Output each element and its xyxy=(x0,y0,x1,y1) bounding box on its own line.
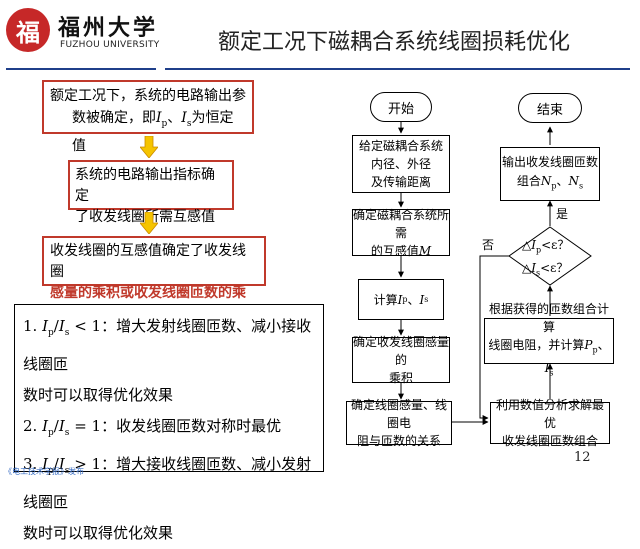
flow-step-turns-relation: 确定线圈感量、线圈电 阻与匝数的关系 xyxy=(346,398,452,448)
flow-start: 开始 xyxy=(370,92,432,122)
condition-box-2: 系统的电路输出指标确定 了收发线圈所需互感值 xyxy=(68,160,234,225)
condition-1: 1. Ip/Is < 1：增大发射线圈匝数、减小接收线圈匝 xyxy=(23,317,312,373)
flow-step-mutual-inductance: 确定磁耦合系统所需 的互感值M xyxy=(352,207,450,258)
condition-2: 2. Ip/Is = 1：收发线圈匝数对称时最优 xyxy=(23,417,282,438)
box1-line1: 额定工况下，系统的电路输出参 xyxy=(50,88,246,104)
box1-line2: 数被确定，即Ip、Is为恒定值 xyxy=(72,110,234,154)
decision-line-2: △Is<ε？ xyxy=(522,261,569,278)
flow-end: 结束 xyxy=(518,93,582,123)
yellow-arrow-1 xyxy=(140,136,158,158)
flow-step-inductance-product: 确定收发线圈感量的 乘积 xyxy=(352,335,450,385)
flowchart-connectors xyxy=(398,122,553,425)
label-yes: 是 xyxy=(556,207,569,221)
conn-decision-no-loop xyxy=(479,255,510,421)
condition-3-cont: 数时可以取得优化效果 xyxy=(23,524,174,542)
condition-1-cont: 数时可以取得优化效果 xyxy=(23,386,174,404)
title-underline xyxy=(165,68,630,70)
logo-name-cn: 福州大学 xyxy=(58,15,159,41)
box3-line1: 收发线圈的互感值确定了收发线圈 xyxy=(50,243,246,280)
condition-box-1: 额定工况下，系统的电路输出参 数被确定，即Ip、Is为恒定值 xyxy=(42,80,254,154)
conditions-box: 1. Ip/Is < 1：增大发射线圈匝数、减小接收线圈匝 数时可以取得优化效果… xyxy=(14,304,324,542)
logo-seal-glyph: 福 xyxy=(16,17,40,47)
flow-step-given-params: 给定磁耦合系统 内径、外径 及传输距离 xyxy=(352,135,450,193)
flow-step-output: 输出收发线圈匝数 组合Np、Ns xyxy=(500,147,600,201)
source-label: 《电工技术学报》发布 xyxy=(4,467,84,476)
flow-step-numerical-solve: 利用数值分析求解最优 收发线圈匝数组合 xyxy=(490,398,610,448)
page-title: 额定工况下磁耦合系统线圈损耗优化 xyxy=(218,30,571,55)
title-underline-short xyxy=(6,68,156,70)
decision-line-1: △Ip<ε？ xyxy=(522,238,570,255)
flow-decision-diamond xyxy=(508,226,592,286)
box2-line1: 系统的电路输出指标确定 xyxy=(75,167,215,204)
flow-step-compute-resistance: 根据获得的匝数组合计算 线圈电阻，并计算Pp、Is xyxy=(484,302,614,377)
label-no: 否 xyxy=(482,238,495,252)
logo-seal: 福 xyxy=(6,8,50,52)
page-number: 12 xyxy=(574,450,591,465)
decision-text: △Ip<ε？ △Is<ε？ xyxy=(522,236,582,283)
condition-box-3: 收发线圈的互感值确定了收发线圈 感量的乘积或收发线圈匝数的乘积 xyxy=(42,236,266,322)
logo-name-en: FUZHOU UNIVERSITY xyxy=(60,40,160,50)
logo: 福 福州大学 FUZHOU UNIVERSITY xyxy=(0,0,165,62)
yellow-arrow-2 xyxy=(140,212,158,234)
